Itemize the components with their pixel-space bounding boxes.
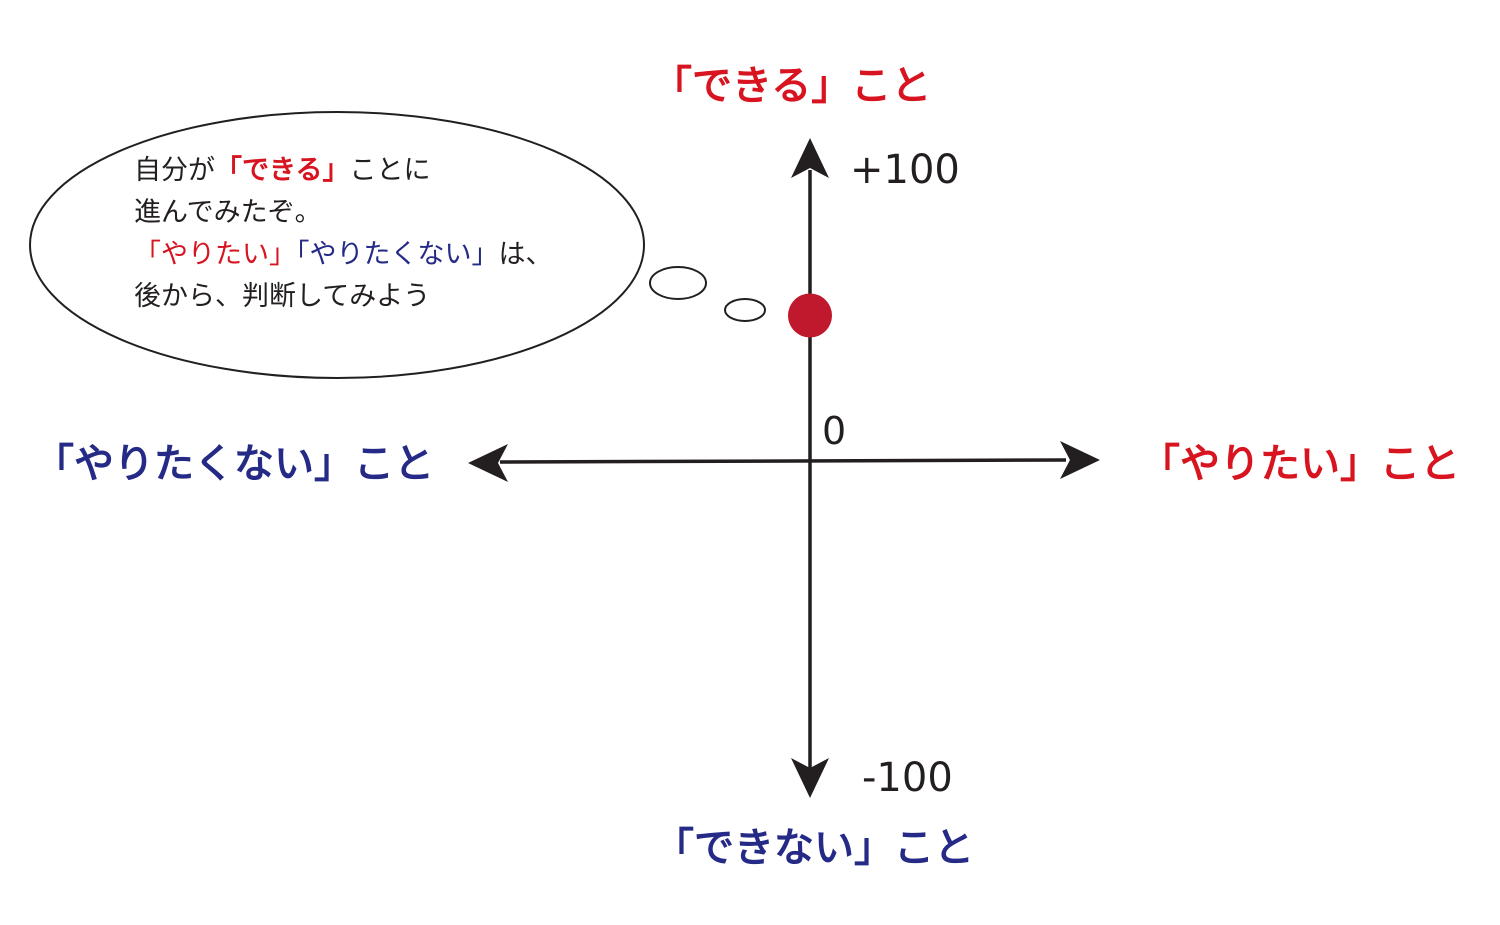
horizontal-axis xyxy=(499,458,1067,464)
thought-bubble-text: 自分が「できる」ことに 進んでみたぞ。 「やりたい」「やりたくない」は、 後から… xyxy=(134,150,604,318)
bubble-line-2: 進んでみたぞ。 xyxy=(134,197,322,228)
vertical-axis-up-arrow xyxy=(791,138,829,178)
vertical-axis-down-arrow xyxy=(791,758,829,798)
axis-label-want: 「やりたい」こと xyxy=(1140,441,1460,487)
axis-label-cannot: 「できない」こと xyxy=(654,825,974,871)
thought-bubble-dot-large xyxy=(649,266,707,300)
bubble-line-1-a: 自分が xyxy=(134,155,215,186)
horizontal-axis-left-arrow xyxy=(468,444,508,482)
bubble-line-3-want: 「やりたい」 xyxy=(134,239,296,270)
thought-bubble-dot-small xyxy=(724,298,766,322)
position-marker xyxy=(788,293,832,338)
bubble-line-1-highlight: 「できる」 xyxy=(215,155,350,186)
horizontal-axis-right-arrow xyxy=(1060,441,1100,479)
bubble-line-4: 後から、判断してみよう xyxy=(134,281,431,312)
axis-label-dont-want: 「やりたくない」こと xyxy=(34,441,434,487)
tick-plus-100: +100 xyxy=(850,147,960,193)
tick-minus-100: -100 xyxy=(862,755,953,801)
axis-label-can: 「できる」こと xyxy=(652,63,932,109)
bubble-line-3: 「やりたい」「やりたくない」は、 xyxy=(134,234,604,276)
thought-bubble xyxy=(29,111,645,379)
bubble-line-3-c: は、 xyxy=(498,239,553,270)
bubble-line-1: 自分が「できる」ことに xyxy=(134,150,604,192)
tick-origin: 0 xyxy=(822,409,847,453)
bubble-line-3-dont-want: 「やりたくない」 xyxy=(296,239,499,270)
bubble-line-1-c: ことに xyxy=(349,155,431,186)
